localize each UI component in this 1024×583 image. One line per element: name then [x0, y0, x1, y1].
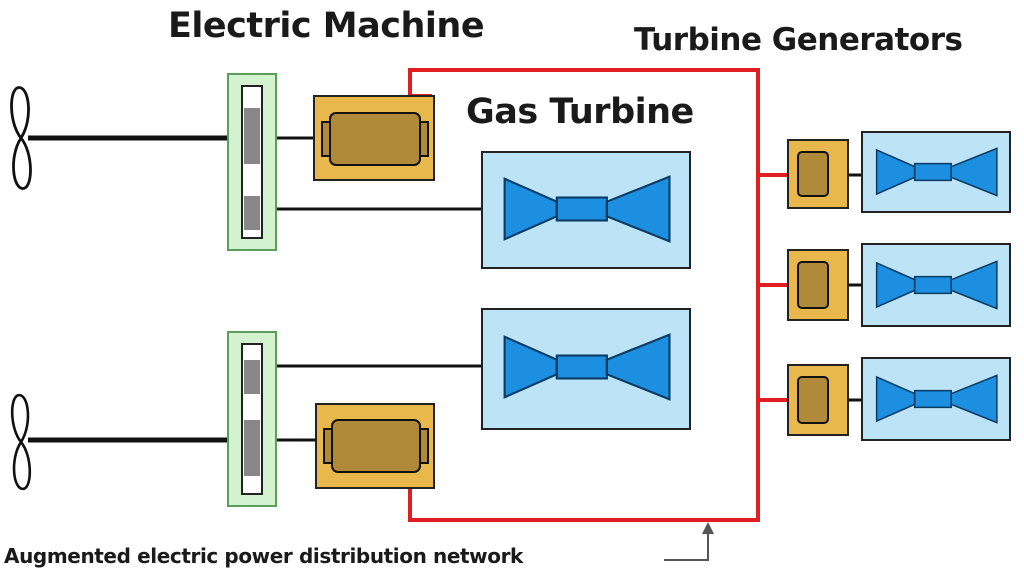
power-distribution-bus: [408, 68, 788, 522]
bus-top-segment: [408, 68, 760, 522]
propeller-bottom-icon: [10, 393, 32, 491]
gas-turbine-top: [481, 151, 691, 269]
electric-machine-bottom: [315, 403, 435, 489]
gearbox-bottom: [227, 331, 277, 507]
gearbox-top: [227, 73, 277, 251]
gas-turbine-bottom: [481, 308, 691, 430]
distribution-network-label: Augmented electric power distribution ne…: [4, 544, 523, 568]
shafts: [28, 135, 872, 443]
turbine-generators-label: Turbine Generators: [634, 22, 963, 58]
gas-turbine-label: Gas Turbine: [466, 92, 694, 132]
network-pointer-arrow: [664, 522, 714, 561]
turbine-generator-3: [787, 357, 1011, 441]
turbine-generator-2: [787, 243, 1011, 327]
electric-machine-label: Electric Machine: [168, 6, 485, 46]
turbine-generator-1: [787, 131, 1011, 213]
propeller-top-icon: [10, 86, 32, 190]
electric-machine-top: [313, 95, 435, 181]
